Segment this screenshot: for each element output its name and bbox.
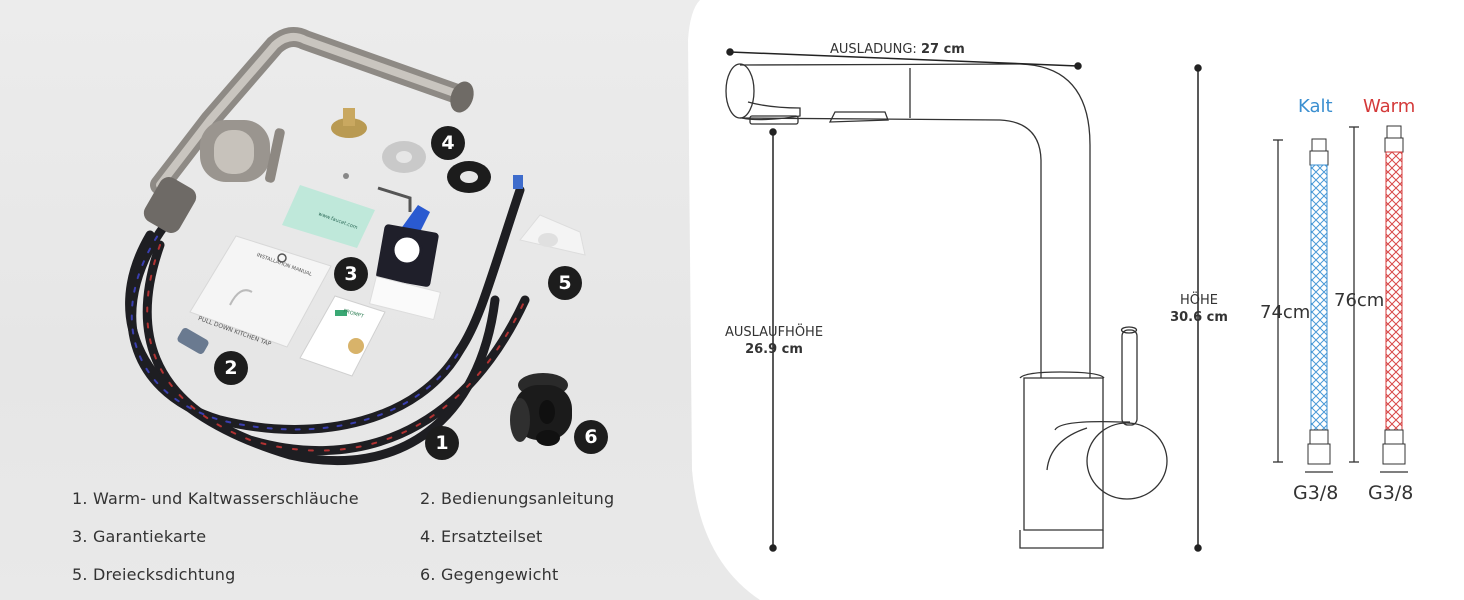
cold-hose-drawing [1307, 138, 1331, 465]
faucet-photo [143, 26, 474, 354]
spare-parts [331, 108, 586, 256]
spout-height-dimension-label: AUSLAUFHÖHE 26.9 cm [715, 324, 833, 358]
dimension-lines [726, 48, 1202, 552]
counterweight-photo [510, 373, 572, 446]
legend-item-1: 1. Warm- und Kaltwasserschläuche [72, 489, 359, 508]
legend-item-4: 4. Ersatzteilset [420, 527, 543, 546]
cold-hose-length: 74cm [1260, 302, 1311, 323]
prompt-card [299, 295, 386, 377]
reach-value: 27 cm [920, 42, 965, 57]
instruction-manual [189, 235, 332, 348]
reach-label: AUSLADUNG: [830, 42, 917, 57]
badge-1: 1 [425, 426, 459, 460]
badge-5: 5 [548, 266, 582, 300]
badge-2: 2 [214, 351, 248, 385]
warm-hose-drawing [1382, 125, 1406, 465]
cold-hose-label: Kalt [1298, 96, 1333, 117]
warm-hose-label: Warm [1363, 96, 1416, 117]
contents-panel [0, 0, 710, 600]
spout-height-label: AUSLAUFHÖHE [724, 325, 824, 340]
spout-height-value: 26.9 cm [745, 342, 803, 357]
hose-dimension-markers [1273, 126, 1408, 473]
total-height-value: 30.6 cm [1170, 310, 1228, 325]
legend-item-6: 6. Gegengewicht [420, 565, 559, 584]
total-height-dimension-label: HÖHE 30.6 cm [1166, 292, 1232, 326]
legend-item-2: 2. Bedienungsanleitung [420, 489, 615, 508]
badge-6: 6 [574, 420, 608, 454]
badge-3: 3 [334, 257, 368, 291]
warm-hose-thread: G3/8 [1368, 482, 1414, 504]
faucet-technical-drawing [725, 63, 1168, 549]
warm-hose-length: 76cm [1334, 290, 1385, 311]
reach-dimension-label: AUSLADUNG: 27 cm [830, 42, 965, 57]
badge-4: 4 [431, 126, 465, 160]
hose-bundle [125, 185, 530, 466]
legend-item-5: 5. Dreiecksdichtung [72, 565, 236, 584]
drawing-panel-background [688, 0, 1464, 600]
warranty-card: www.faucet.com [282, 185, 375, 248]
cold-hose-thread: G3/8 [1293, 482, 1339, 504]
legend-item-3: 3. Garantiekarte [72, 527, 207, 546]
installation-gauge-card [368, 224, 442, 321]
total-height-label: HÖHE [1180, 293, 1218, 308]
